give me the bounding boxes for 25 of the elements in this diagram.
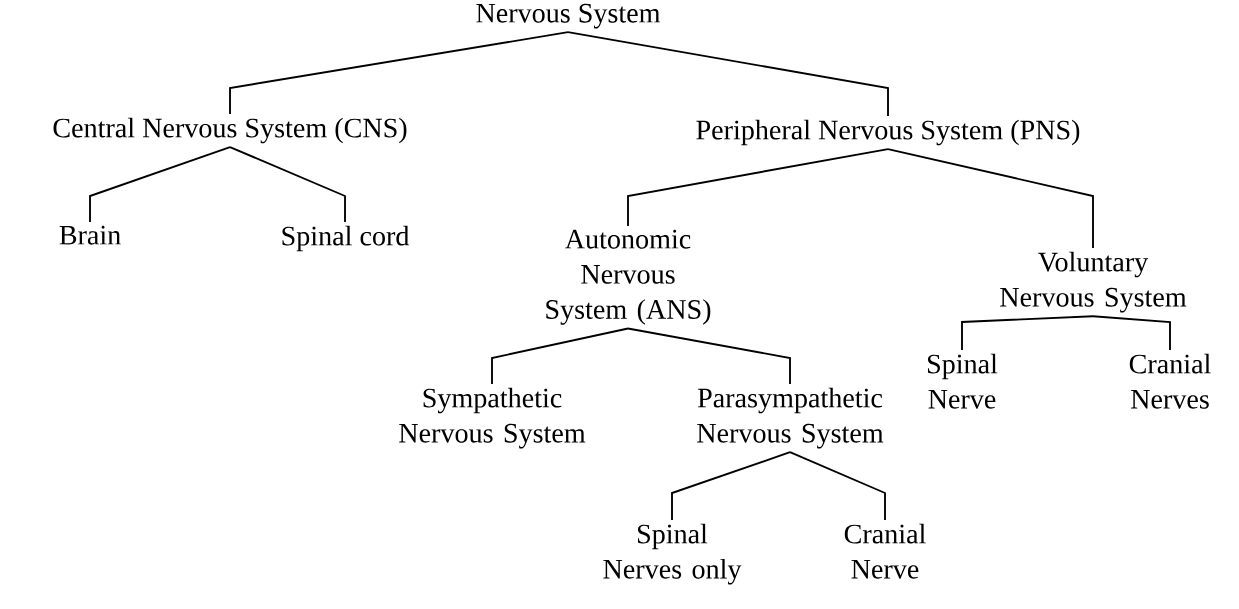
- tree-node-label: Cranial Nerves: [1129, 353, 1211, 409]
- connector-line: [961, 315, 1094, 351]
- connector-line: [627, 327, 791, 385]
- connector-line: [887, 148, 1094, 249]
- tree-node-label: Spinal Nerve: [927, 353, 998, 409]
- tree-node-label: Peripheral Nervous System (PNS): [696, 119, 1080, 146]
- tree-node-label: Parasympathetic Nervous System: [697, 387, 884, 449]
- connector-line: [567, 31, 889, 117]
- connector-line: [491, 327, 629, 385]
- connector-line: [229, 146, 346, 223]
- connector-line: [627, 148, 889, 227]
- connector-line: [789, 451, 886, 521]
- tree-node-label: Spinal Nerves only: [603, 523, 742, 585]
- tree-node-label: Cranial Nerve: [844, 523, 926, 579]
- connector-line: [1092, 315, 1171, 351]
- connector-line: [229, 31, 569, 115]
- connector-line: [89, 146, 231, 223]
- tree-node-label: Sympathetic Nervous System: [399, 387, 586, 449]
- tree-node-label: Central Nervous System (CNS): [53, 117, 407, 144]
- tree-node-label: Brain: [59, 225, 121, 245]
- tree-node-label: Voluntary Nervous System: [1000, 251, 1187, 313]
- tree-node-label: Autonomic Nervous System (ANS): [546, 229, 711, 325]
- connector-line: [671, 451, 791, 521]
- tree-node-label: Nervous System: [476, 3, 661, 29]
- tree-node-label: Spinal cord: [282, 225, 410, 252]
